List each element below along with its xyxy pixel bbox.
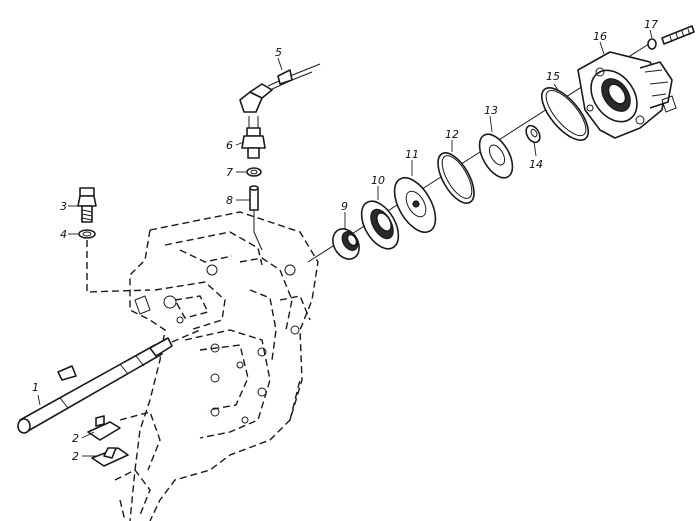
leader-lines xyxy=(37,29,653,457)
part-3-plug-bolt xyxy=(77,187,97,223)
callout-2-upper: 2 xyxy=(72,432,79,445)
part-7-o-ring xyxy=(246,167,262,177)
callout-13: 13 xyxy=(484,104,498,117)
axis-line-sensor xyxy=(253,210,263,251)
part-1-shift-rod xyxy=(17,329,201,434)
part-11-thrust-washer xyxy=(393,177,437,233)
callout-11: 11 xyxy=(405,148,419,161)
callout-4: 4 xyxy=(60,228,67,241)
part-14-nut xyxy=(525,124,541,144)
callout-14: 14 xyxy=(529,158,543,171)
callout-5: 5 xyxy=(275,46,282,59)
callout-10: 10 xyxy=(371,174,385,187)
callout-17: 17 xyxy=(644,18,658,31)
part-6-sensor xyxy=(241,116,266,159)
callout-12: 12 xyxy=(445,128,459,141)
callout-1: 1 xyxy=(32,381,39,394)
part-2-fork-upper xyxy=(87,415,121,441)
callout-16: 16 xyxy=(593,30,607,43)
callout-15: 15 xyxy=(546,70,560,83)
part-16-housing-cover xyxy=(577,51,677,139)
part-12-snap-ring xyxy=(437,152,475,204)
callout-3: 3 xyxy=(60,200,67,213)
part-17-bolt xyxy=(647,25,695,50)
part-10-thick-ring xyxy=(360,200,400,250)
part-8-pin xyxy=(249,185,259,211)
callout-6: 6 xyxy=(226,139,233,152)
part-9-bearing xyxy=(332,228,360,260)
gearbox-housing xyxy=(114,211,319,521)
callout-7: 7 xyxy=(226,166,233,179)
part-13-spacer xyxy=(478,133,514,179)
part-5-sensor-wire xyxy=(239,63,321,113)
part-15-gasket xyxy=(541,87,589,141)
callout-labels: 1 2 2 3 4 5 6 7 8 9 10 11 12 13 14 15 16… xyxy=(32,18,658,463)
callout-2-lower: 2 xyxy=(72,450,79,463)
part-2-fork-lower xyxy=(91,447,129,467)
callout-9: 9 xyxy=(341,200,348,213)
axis-line-plug xyxy=(86,240,151,293)
part-4-washer xyxy=(78,229,96,239)
callout-8: 8 xyxy=(226,194,233,207)
